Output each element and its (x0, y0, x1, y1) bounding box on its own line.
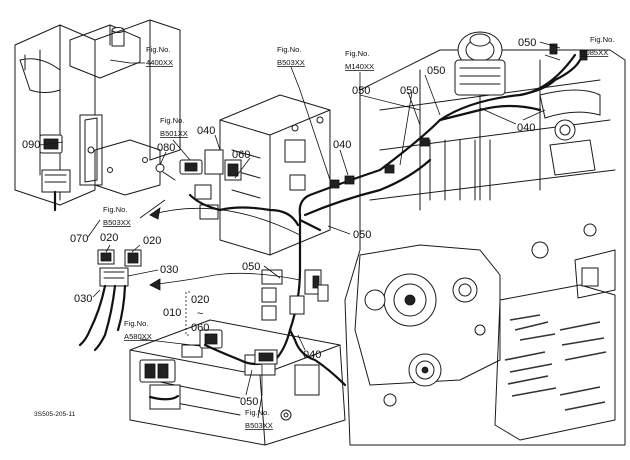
fig-ref-b503xx-top: Fig.No. B503XX (277, 45, 305, 67)
part-label: 050 (518, 37, 536, 49)
part-label: 040 (303, 349, 321, 361)
svg-text:Fig.No.: Fig.No. (103, 205, 127, 214)
svg-text:Fig.No.: Fig.No. (146, 45, 170, 54)
fig-ref-b501xx: Fig.No. B501XX (160, 116, 188, 138)
leader-lines (39, 41, 581, 419)
part-label: 050 (242, 261, 260, 273)
main-harness (188, 43, 588, 387)
svg-text:B501XX: B501XX (160, 129, 188, 138)
svg-text:Fig.No.: Fig.No. (590, 35, 614, 44)
fig-ref-a580xx: Fig.No. A580XX (124, 319, 152, 341)
part-label: 050 (353, 229, 371, 241)
svg-text:Fig.No.: Fig.No. (277, 45, 301, 54)
fig-ref-4400xx: Fig.No. 4400XX (146, 45, 173, 67)
part-label: 060 (232, 149, 250, 161)
drawing-code: 3S505-205-11 (34, 411, 76, 418)
loose-connectors-020-030 (78, 249, 142, 352)
plate-070 (94, 139, 161, 196)
part-label: 030 (160, 264, 178, 276)
relay-090 (39, 134, 71, 212)
part-label: 050 (240, 396, 258, 408)
svg-text:Fig.No.: Fig.No. (160, 116, 184, 125)
svg-text:B503XX: B503XX (245, 421, 273, 430)
part-label: 030 (74, 293, 92, 305)
svg-text:Fig.No.: Fig.No. (245, 408, 269, 417)
svg-text:U085XX: U085XX (580, 48, 608, 57)
range-bracket-010 (185, 291, 190, 336)
part-label: 020 (143, 235, 161, 247)
svg-text:M140XX: M140XX (345, 62, 374, 71)
part-label: 070 (70, 233, 88, 245)
fig-ref-u085xx: Fig.No. U085XX (580, 35, 614, 57)
part-label: 010 (163, 307, 181, 319)
engine-block (344, 31, 626, 446)
svg-text:B503XX: B503XX (277, 58, 305, 67)
svg-text:B503XX: B503XX (103, 218, 131, 227)
fig-ref-m140xx: Fig.No. M140XX (345, 49, 374, 71)
part-label: 020 (191, 294, 209, 306)
svg-text:A580XX: A580XX (124, 332, 152, 341)
part-label: 090 (22, 139, 40, 151)
part-label: 060 (191, 322, 209, 334)
part-label: 040 (197, 125, 215, 137)
part-label: ~ (197, 308, 203, 320)
part-labels: 050 050 050 050 040 040 040 090 080 060 … (22, 37, 536, 408)
part-label: 040 (333, 139, 351, 151)
part-label: 080 (157, 142, 175, 154)
part-label: 050 (352, 85, 370, 97)
part-label: 050 (400, 85, 418, 97)
frame-base (129, 319, 346, 446)
fig-ref-b503xx-left: Fig.No. B503XX (103, 205, 131, 227)
part-label: 040 (517, 122, 535, 134)
part-label: 050 (427, 65, 445, 77)
svg-text:4400XX: 4400XX (146, 58, 173, 67)
svg-text:Fig.No.: Fig.No. (345, 49, 369, 58)
fig-ref-b503xx-bottom: Fig.No. B503XX (245, 408, 273, 430)
frame-bracket-left (14, 19, 181, 206)
part-label: 020 (100, 232, 118, 244)
svg-text:Fig.No.: Fig.No. (124, 319, 148, 328)
